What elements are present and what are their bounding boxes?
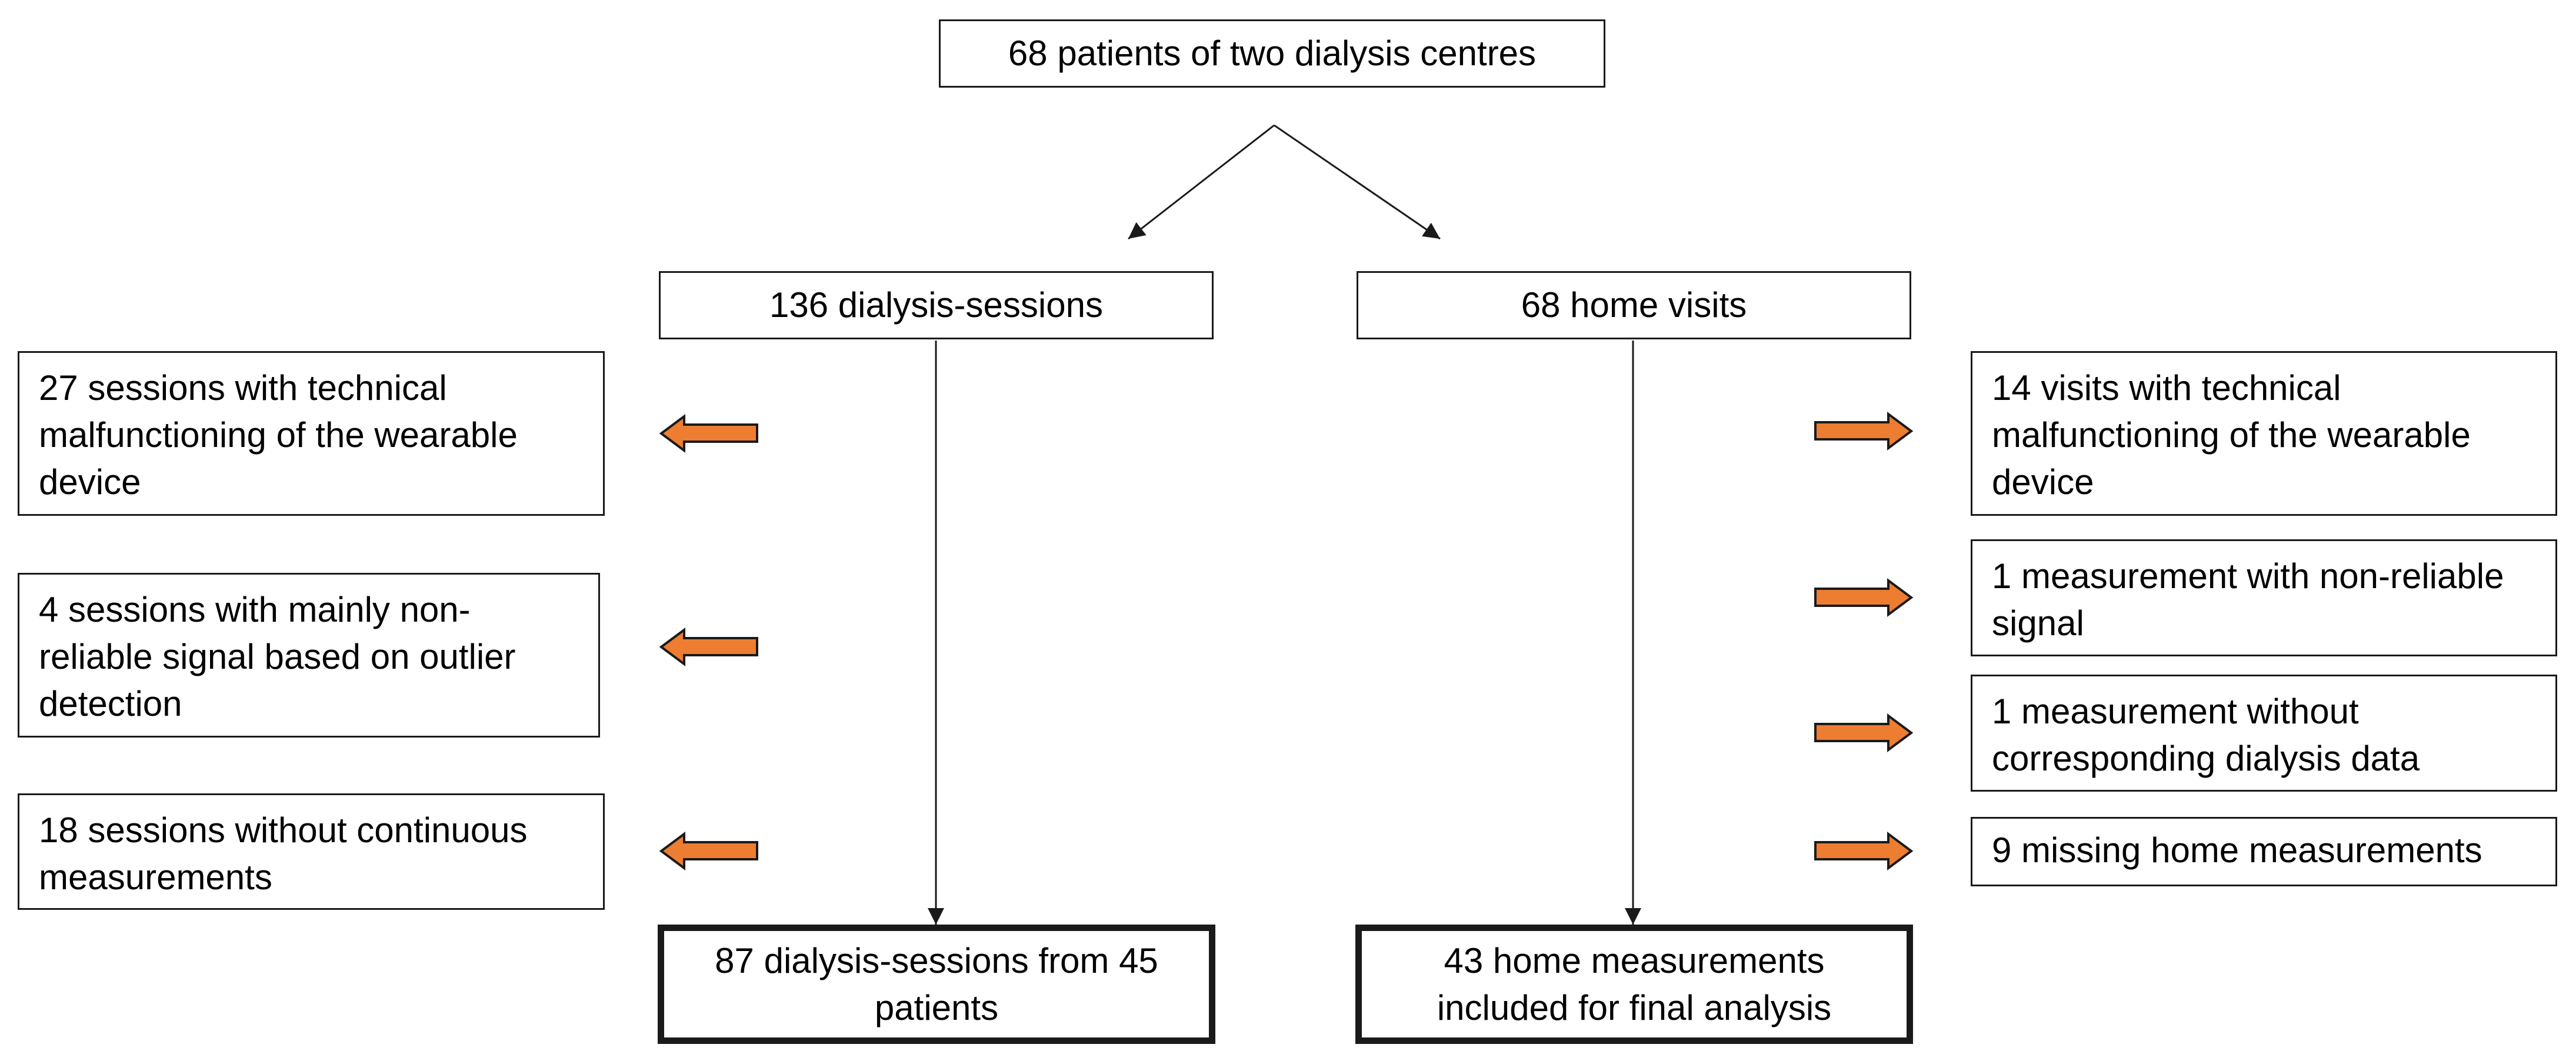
dialysis-sessions-box: 136 dialysis-sessions <box>659 271 1214 339</box>
exclusion-label: 1 measurement with non-reliable signal <box>1992 556 2504 643</box>
exclusion-label: 14 visits with technical malfunctioning … <box>1992 368 2471 502</box>
split-line-right <box>1274 124 1441 240</box>
exclusion-arrow-right-2 <box>1814 578 1914 617</box>
dialysis-sessions-label: 136 dialysis-sessions <box>769 285 1103 325</box>
exclusion-label: 27 sessions with technical malfunctionin… <box>39 368 518 502</box>
exclusion-box-malfunction-visits: 14 visits with technical malfunctioning … <box>1971 351 2557 516</box>
exclusion-box-missing-home: 9 missing home measurements <box>1971 817 2557 886</box>
exclusion-label: 9 missing home measurements <box>1992 830 2482 870</box>
exclusion-box-no-dialysis-data: 1 measurement without corresponding dial… <box>1971 675 2557 792</box>
final-dialysis-box: 87 dialysis-sessions from 45 patients <box>658 925 1215 1044</box>
patients-box: 68 patients of two dialysis centres <box>939 19 1605 88</box>
exclusion-arrow-right-4 <box>1814 832 1914 870</box>
exclusion-label: 4 sessions with mainly non-reliable sign… <box>39 590 516 723</box>
final-dialysis-label: 87 dialysis-sessions from 45 patients <box>715 940 1158 1027</box>
split-line-left <box>1128 124 1275 240</box>
exclusion-arrow-left-3 <box>659 832 758 870</box>
home-visits-box: 68 home visits <box>1357 271 1911 339</box>
home-visits-label: 68 home visits <box>1521 285 1747 325</box>
exclusion-box-no-continuous: 18 sessions without continuous measureme… <box>18 793 605 910</box>
final-home-label: 43 home measurements included for final … <box>1437 940 1832 1027</box>
exclusion-box-nonreliable-sessions: 4 sessions with mainly non-reliable sign… <box>18 573 600 738</box>
final-home-box: 43 home measurements included for final … <box>1355 925 1913 1044</box>
exclusion-label: 1 measurement without corresponding dial… <box>1992 692 2420 778</box>
exclusion-arrow-right-3 <box>1814 713 1914 752</box>
exclusion-box-nonreliable-measurement: 1 measurement with non-reliable signal <box>1971 539 2557 656</box>
patients-label: 68 patients of two dialysis centres <box>1008 34 1537 73</box>
exclusion-box-malfunction-sessions: 27 sessions with technical malfunctionin… <box>18 351 605 516</box>
exclusion-label: 18 sessions without continuous measureme… <box>39 810 528 897</box>
exclusion-arrow-left-1 <box>659 414 758 453</box>
exclusion-arrow-left-2 <box>659 628 758 666</box>
exclusion-arrow-right-1 <box>1814 412 1914 451</box>
